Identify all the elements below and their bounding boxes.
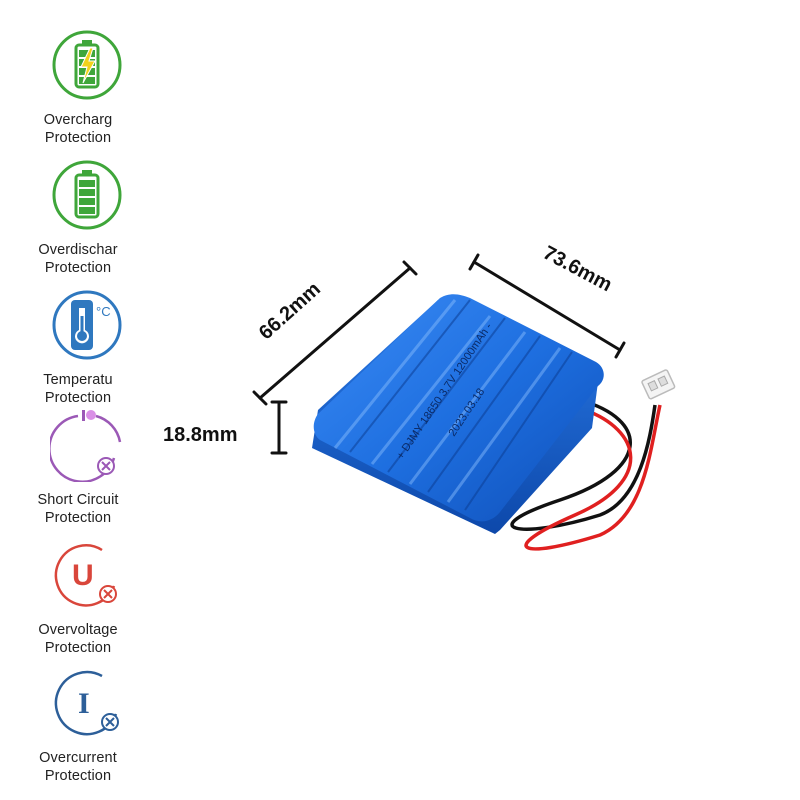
short-circuit-icon [50, 410, 122, 482]
battery-charging-icon [52, 30, 122, 100]
svg-text:I: I [78, 687, 90, 720]
jst-connector [641, 369, 676, 400]
svg-text:U: U [72, 559, 94, 592]
thermometer-icon: °C [52, 290, 122, 360]
svg-text:°C: °C [96, 304, 111, 319]
current-i-icon: I [54, 670, 119, 736]
black-wire [510, 398, 657, 531]
battery-full-icon [52, 160, 122, 230]
red-wire [524, 404, 662, 551]
pack-top [313, 294, 604, 522]
thickness-dimension-label: 18.8mm [163, 424, 238, 446]
width-dimension-line [258, 266, 412, 400]
voltage-u-icon: U [54, 544, 117, 607]
length-dimension-line [472, 260, 622, 352]
